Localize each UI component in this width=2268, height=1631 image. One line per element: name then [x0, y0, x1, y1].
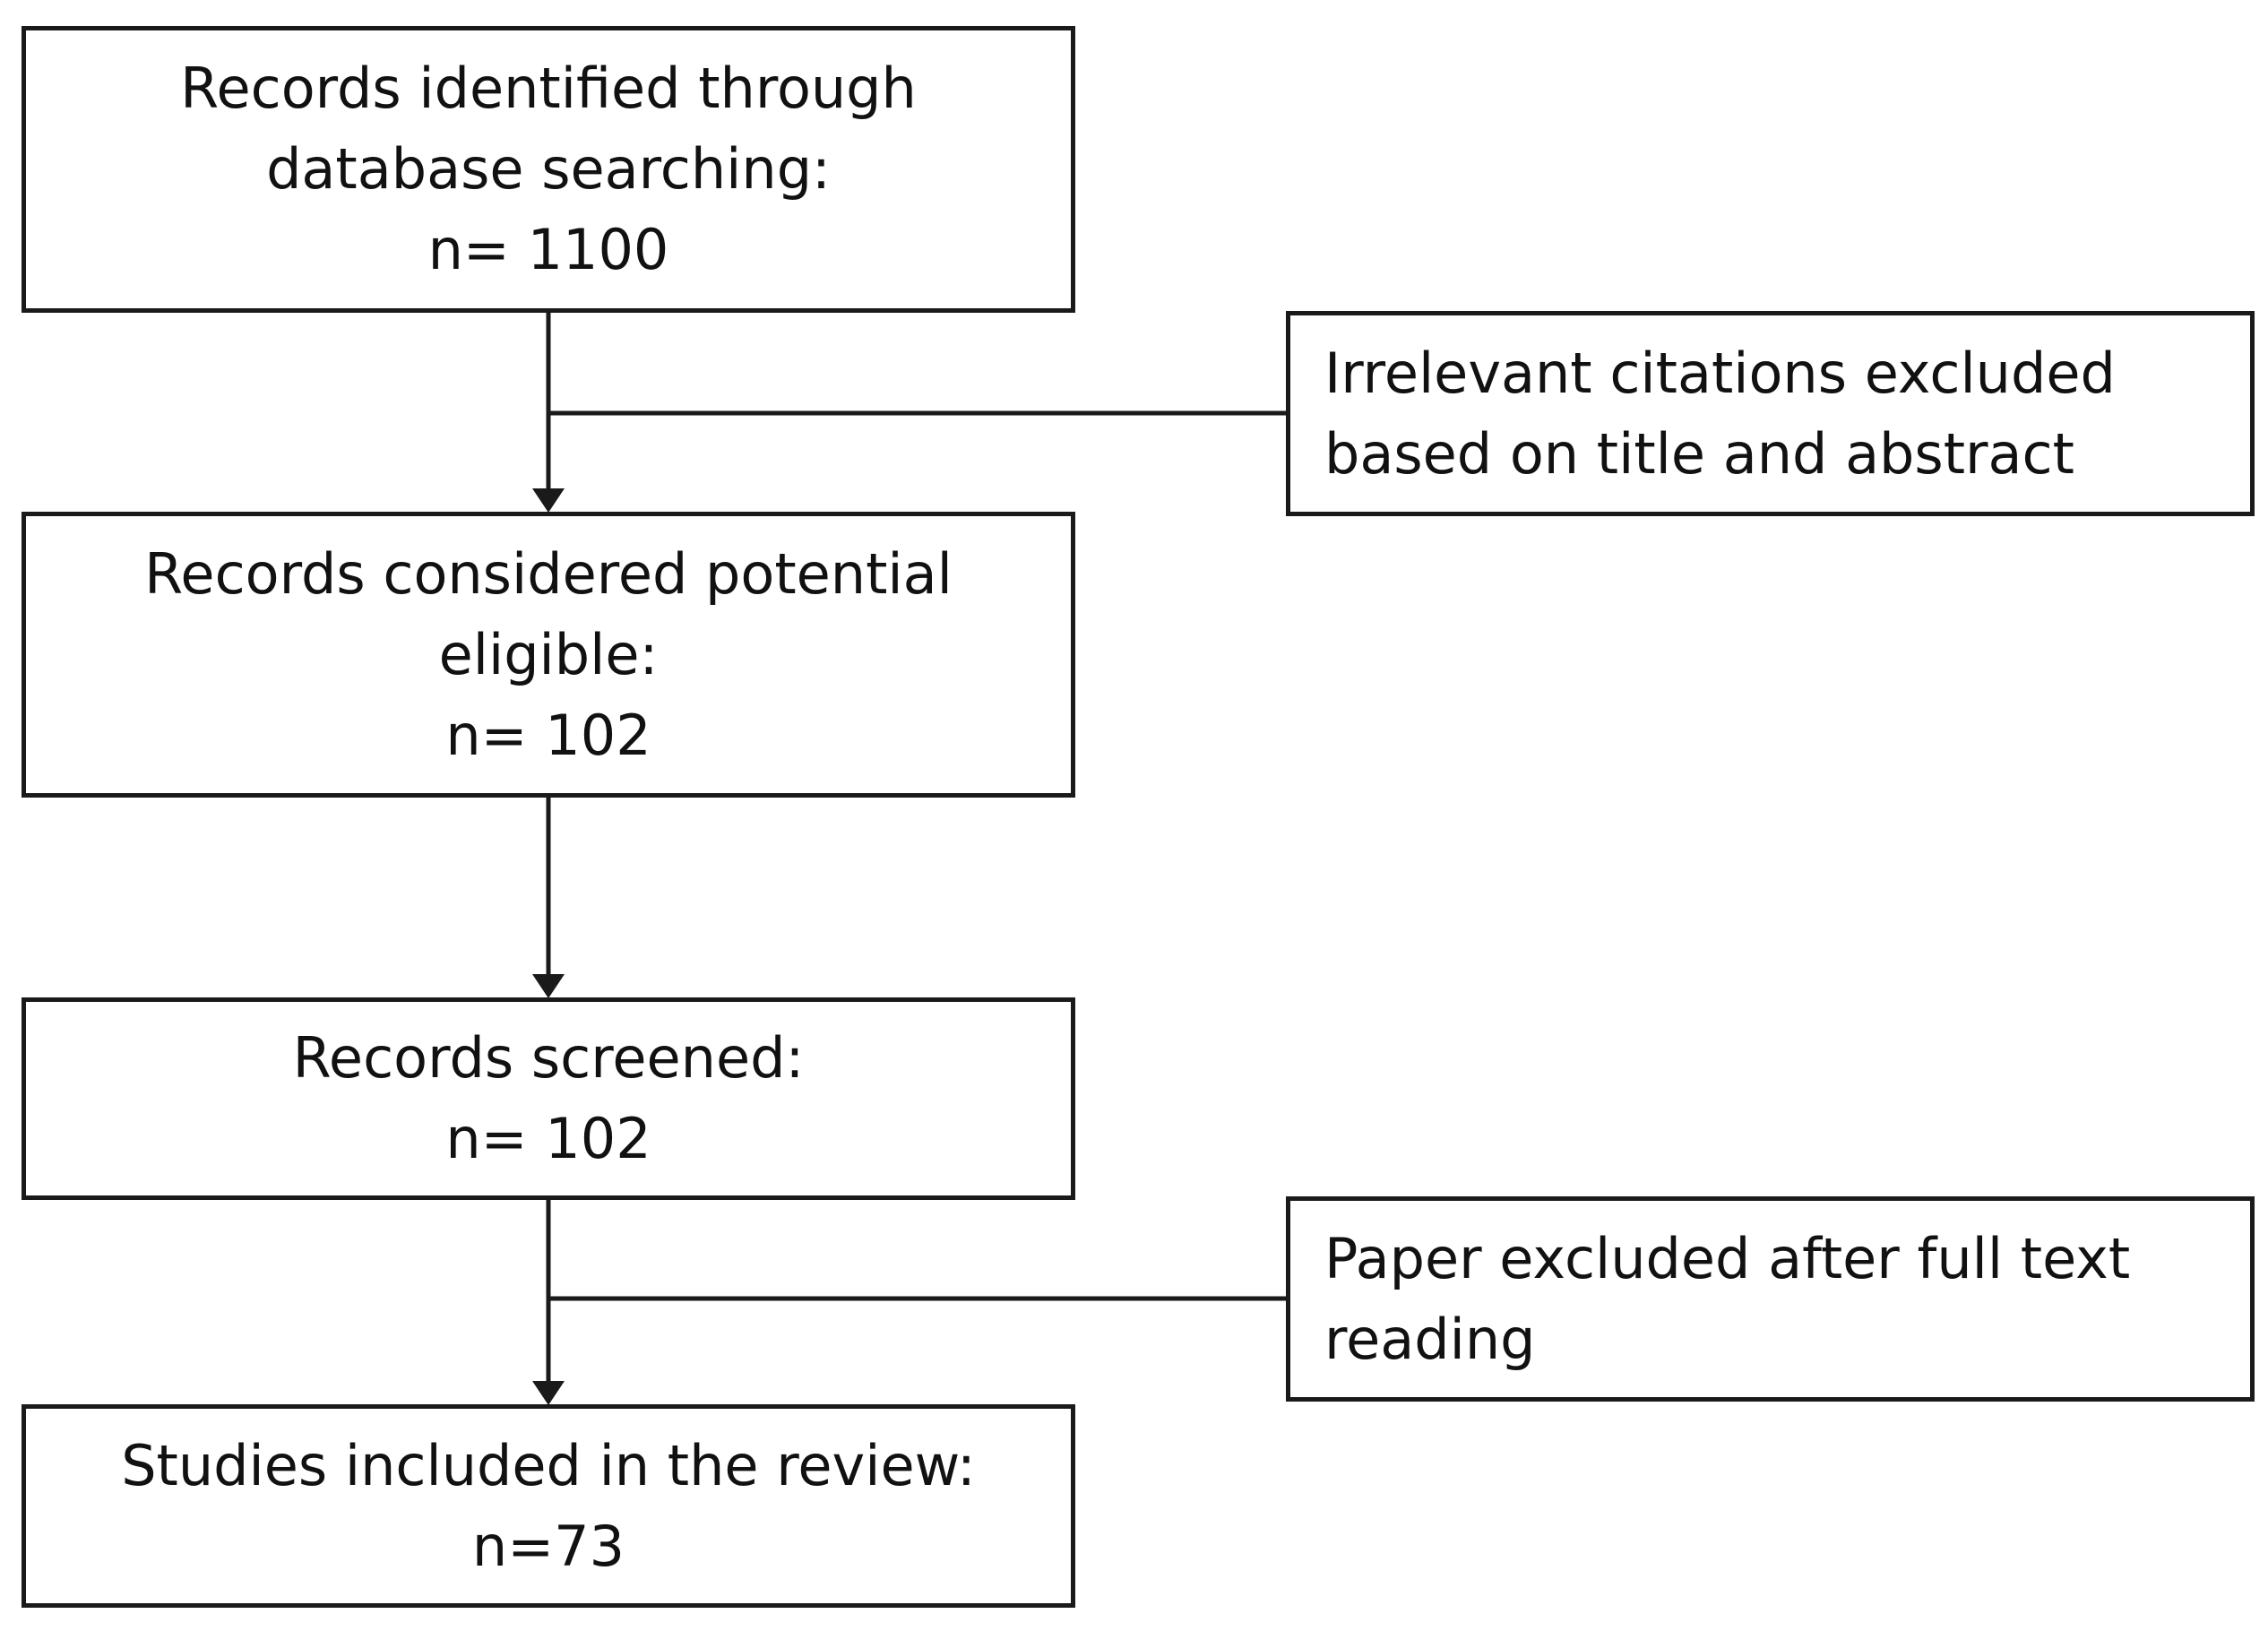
records-identified-line-2: database searching: — [266, 136, 831, 202]
excluded-full-text-box: Paper excluded after full text reading — [1286, 1196, 2255, 1402]
studies-included-line-1: Studies included in the review: — [121, 1432, 976, 1498]
excluded-title-abstract-box: Irrelevant citations excluded based on t… — [1286, 311, 2255, 516]
studies-included-box: Studies included in the review: n=73 — [22, 1404, 1075, 1608]
studies-included-count: n=73 — [471, 1513, 625, 1579]
records-identified-count: n= 1100 — [427, 217, 669, 282]
excluded-full-text-line-2: reading — [1324, 1306, 1536, 1372]
records-screened-box: Records screened: n= 102 — [22, 997, 1075, 1200]
records-eligible-line-1: Records considered potential — [144, 540, 953, 607]
records-eligible-count: n= 102 — [445, 702, 651, 768]
records-screened-count: n= 102 — [445, 1106, 651, 1171]
records-eligible-line-2: eligible: — [438, 621, 659, 687]
excluded-title-abstract-line-1: Irrelevant citations excluded — [1324, 340, 2116, 406]
excluded-full-text-line-1: Paper excluded after full text — [1324, 1225, 2131, 1291]
arrowhead-included — [532, 1381, 565, 1405]
arrowhead-screened — [532, 974, 565, 998]
excluded-title-abstract-line-2: based on title and abstract — [1324, 420, 2074, 487]
arrowhead-eligible — [532, 488, 565, 513]
records-identified-box: Records identified through database sear… — [22, 26, 1075, 313]
records-screened-line-1: Records screened: — [292, 1025, 805, 1091]
records-identified-line-1: Records identified through — [180, 56, 917, 121]
records-eligible-box: Records considered potential eligible: n… — [22, 512, 1075, 798]
